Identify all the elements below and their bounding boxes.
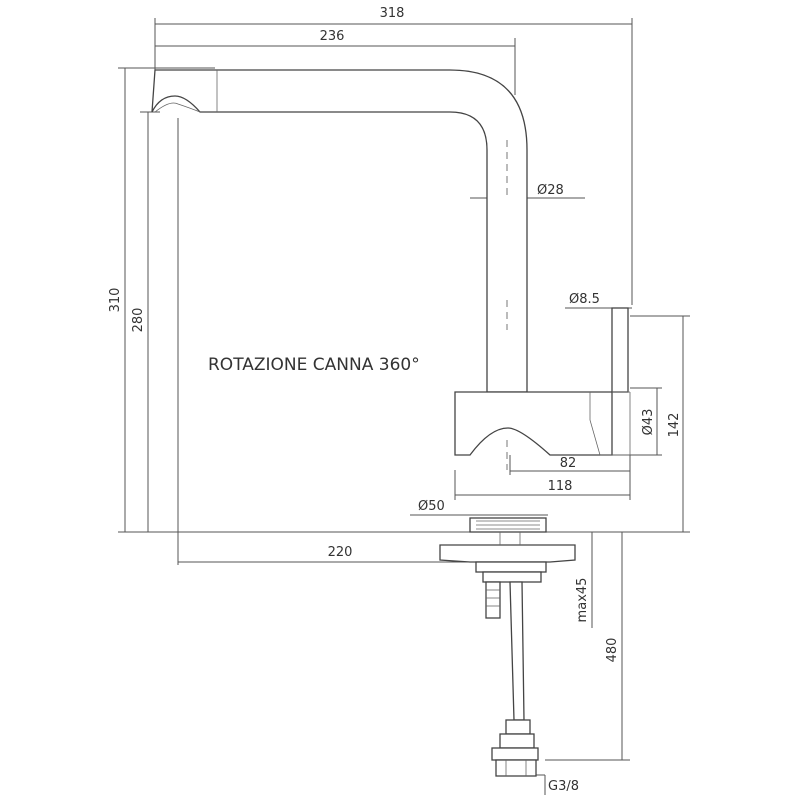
dim-28-label: Ø28	[537, 183, 564, 198]
dimension-310: 310	[108, 68, 126, 532]
mounting-plate	[439, 532, 576, 583]
dimension-480: 480	[605, 532, 623, 760]
dimension-220: 220	[178, 545, 476, 563]
dim-236-label: 236	[320, 29, 345, 44]
dim-318-label: 318	[380, 6, 405, 21]
dim-8-5-label: Ø8.5	[569, 292, 600, 307]
rotation-note: ROTAZIONE CANNA 360°	[208, 355, 420, 375]
dim-142-label: 142	[667, 413, 682, 438]
lever	[611, 307, 629, 393]
dimension-236: 236	[155, 29, 515, 47]
dim-310-label: 310	[108, 288, 123, 313]
dim-220-label: 220	[328, 545, 353, 560]
dimension-318: 318	[155, 6, 632, 25]
dimension-43: Ø43	[641, 388, 658, 455]
dim-118-label: 118	[548, 479, 573, 494]
dim-280-label: 280	[131, 308, 146, 333]
body	[454, 391, 631, 470]
flexible-hose	[491, 581, 539, 777]
dim-43-label: Ø43	[641, 409, 656, 436]
dimension-g3-8: G3/8	[505, 774, 579, 795]
dimension-82: 82	[510, 456, 630, 472]
extension-lines	[118, 18, 690, 761]
dim-480-label: 480	[605, 638, 620, 663]
threaded-shank	[485, 581, 501, 619]
dim-g3-8-label: G3/8	[548, 779, 579, 794]
dimension-8-5: Ø8.5	[565, 292, 632, 309]
dimension-118: 118	[455, 479, 630, 496]
base-flange	[469, 517, 547, 533]
dimension-50: Ø50	[410, 499, 548, 516]
dim-82-label: 82	[560, 456, 577, 471]
spout	[151, 69, 528, 393]
dimension-142: 142	[667, 316, 684, 532]
dim-max45-label: max45	[575, 578, 590, 623]
dimension-max45: max45	[575, 532, 593, 628]
dim-50-label: Ø50	[418, 499, 445, 514]
dimension-280: 280	[131, 112, 149, 532]
